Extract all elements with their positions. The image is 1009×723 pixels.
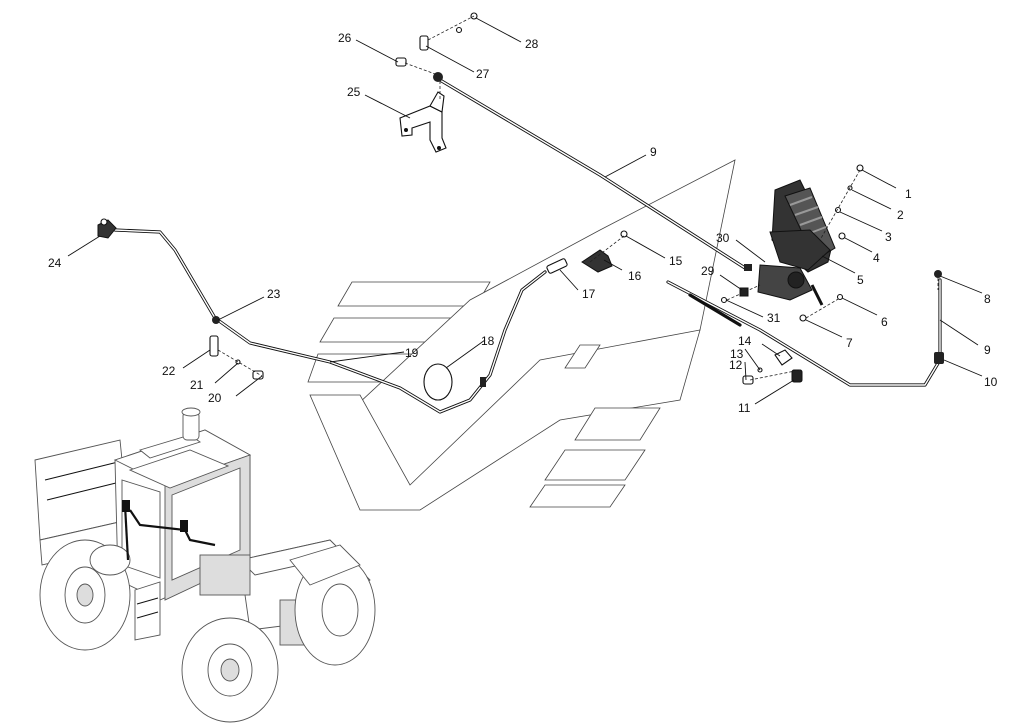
label-20: 20 bbox=[208, 391, 222, 405]
label-13: 13 bbox=[730, 347, 744, 361]
label-27: 27 bbox=[476, 67, 490, 81]
label-2: 2 bbox=[897, 208, 904, 222]
fitting-15-16-17 bbox=[546, 230, 628, 274]
label-28: 28 bbox=[525, 37, 539, 51]
label-10: 10 bbox=[984, 375, 998, 389]
label-4: 4 bbox=[873, 251, 880, 265]
clip-11-14 bbox=[742, 349, 803, 385]
label-26: 26 bbox=[338, 31, 352, 45]
ring-18 bbox=[423, 363, 486, 401]
label-14: 14 bbox=[738, 334, 752, 348]
label-31: 31 bbox=[767, 311, 781, 325]
throttle-cable-19 bbox=[113, 228, 547, 414]
clamp-26-27-28 bbox=[395, 12, 478, 82]
clip-20-24 bbox=[97, 218, 264, 380]
label-21: 21 bbox=[190, 378, 204, 392]
label-22: 22 bbox=[162, 364, 176, 378]
label-23: 23 bbox=[267, 287, 281, 301]
label-11: 11 bbox=[738, 401, 751, 415]
label-15: 15 bbox=[669, 254, 683, 268]
label-1: 1 bbox=[905, 187, 912, 201]
label-16: 16 bbox=[628, 269, 642, 283]
label-30: 30 bbox=[716, 231, 730, 245]
tractor-illustration bbox=[34, 407, 376, 723]
label-8: 8 bbox=[984, 292, 991, 306]
label-29: 29 bbox=[701, 264, 715, 278]
part-labels: 1 2 3 4 5 6 7 8 9 9 10 11 12 13 14 15 16… bbox=[48, 31, 998, 415]
throttle-cable-upper bbox=[438, 78, 752, 271]
label-25: 25 bbox=[347, 85, 361, 99]
label-6: 6 bbox=[881, 315, 888, 329]
label-12: 12 bbox=[729, 358, 743, 372]
label-19: 19 bbox=[405, 346, 419, 360]
accelerator-pedal-5 bbox=[720, 164, 864, 322]
label-9-upper: 9 bbox=[650, 145, 657, 159]
label-17: 17 bbox=[582, 287, 596, 301]
label-18: 18 bbox=[481, 334, 495, 348]
label-5: 5 bbox=[857, 273, 864, 287]
label-7: 7 bbox=[846, 336, 853, 350]
background-logo bbox=[307, 159, 736, 511]
label-3: 3 bbox=[885, 230, 892, 244]
bracket-25 bbox=[399, 76, 447, 153]
leader-lines bbox=[67, 17, 983, 405]
label-9-lower: 9 bbox=[984, 343, 991, 357]
throttle-cable-lower bbox=[666, 278, 942, 387]
label-24: 24 bbox=[48, 256, 62, 270]
